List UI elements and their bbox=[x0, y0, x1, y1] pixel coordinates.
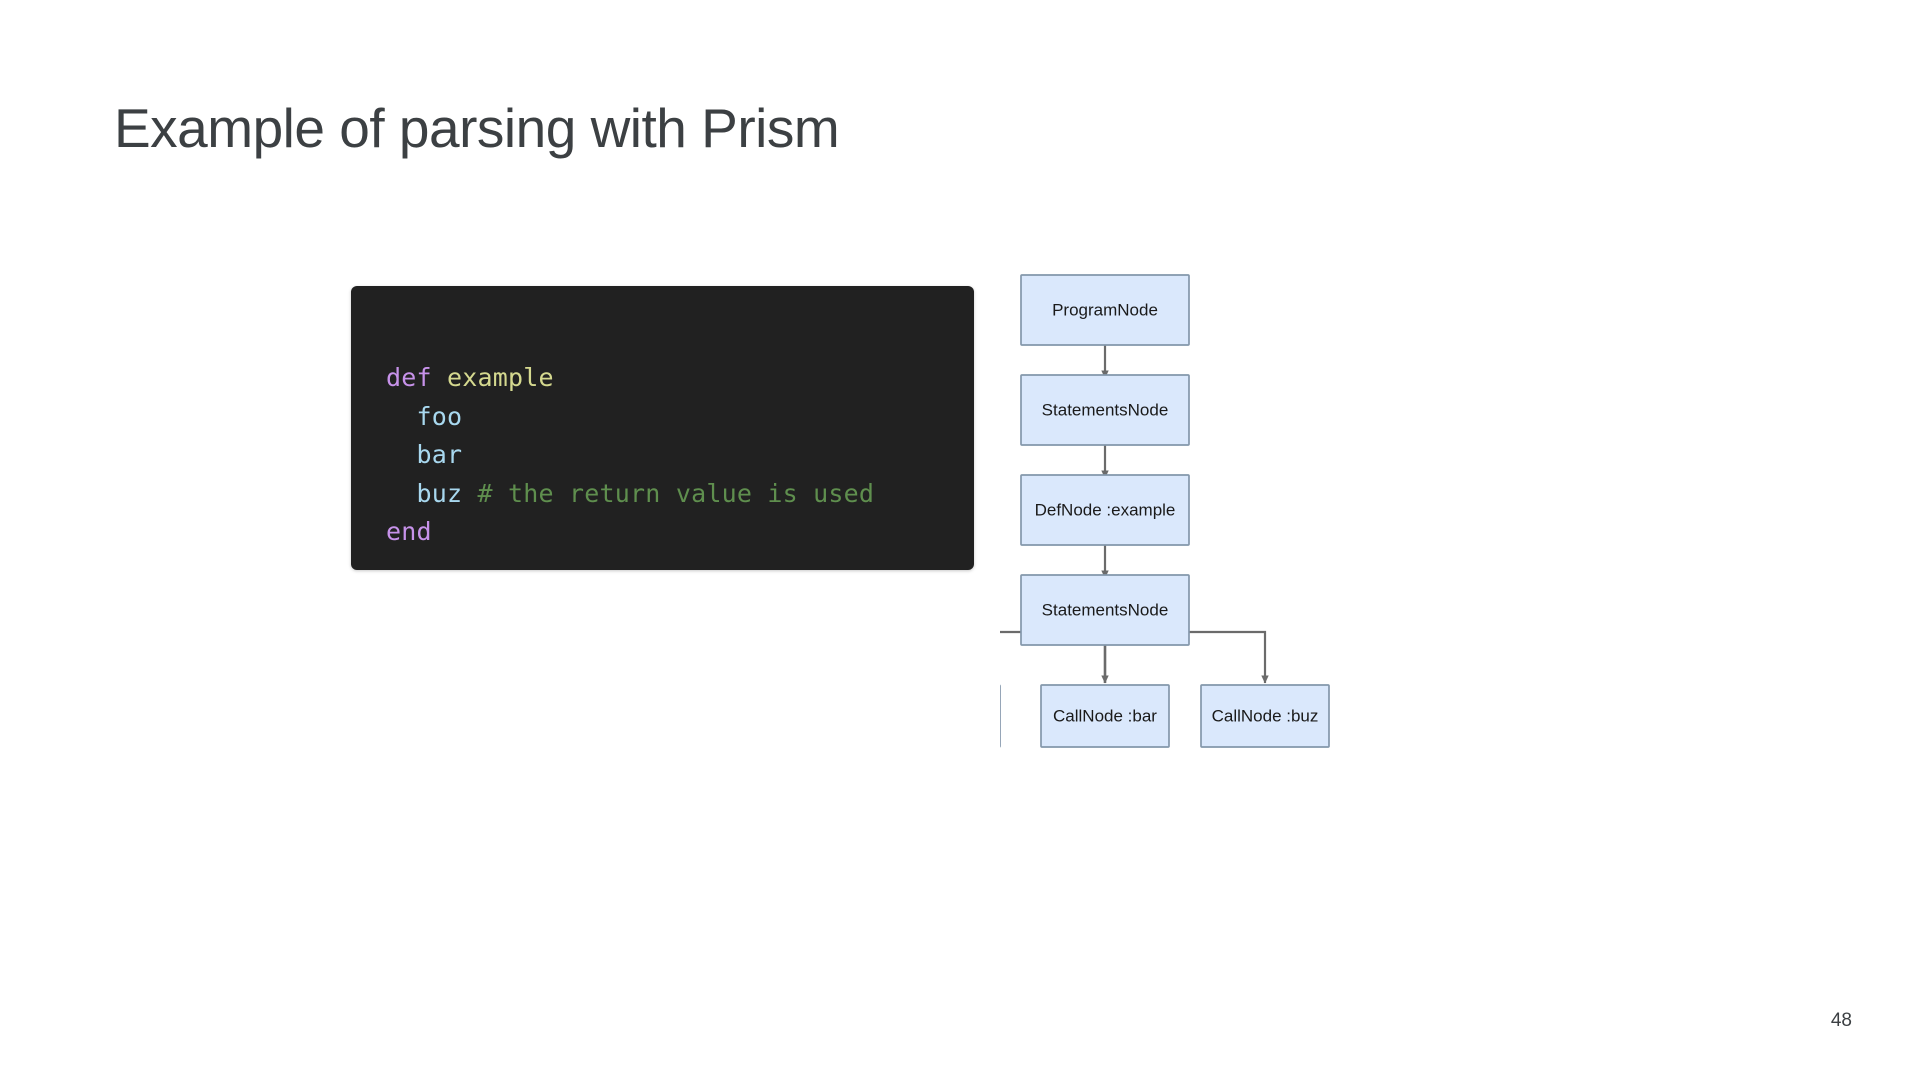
code-block: def example foo bar buz # the return val… bbox=[351, 286, 974, 570]
tree-nodes: ProgramNode StatementsNode DefNode :exam… bbox=[1000, 274, 1330, 748]
page-number: 48 bbox=[1830, 1010, 1852, 1031]
tree-node-statements2-box[interactable] bbox=[1020, 574, 1190, 646]
tree-node-program[interactable]: ProgramNode bbox=[1020, 274, 1190, 346]
code-indent bbox=[386, 402, 417, 431]
tree-node-statements2[interactable]: StatementsNode bbox=[1020, 574, 1190, 646]
code-token-method-name: example bbox=[447, 363, 554, 392]
code-line: foo bbox=[386, 398, 874, 437]
code-token-identifier: foo bbox=[416, 401, 463, 431]
code-token-comment: # the return value is used bbox=[477, 478, 875, 508]
code-token-space bbox=[432, 363, 447, 392]
tree-node-def[interactable]: DefNode :example bbox=[1020, 474, 1190, 546]
code-indent bbox=[386, 479, 417, 508]
code-indent bbox=[386, 440, 417, 469]
code-token-identifier: buz bbox=[416, 478, 463, 508]
code-block-content: def example foo bar buz # the return val… bbox=[386, 359, 874, 552]
tree-node-statements2-label: StatementsNode bbox=[1042, 600, 1169, 619]
code-token-keyword: def bbox=[386, 363, 432, 392]
tree-node-statements1-label: StatementsNode bbox=[1042, 400, 1169, 419]
code-line: bar bbox=[386, 436, 874, 475]
tree-node-call-buz-box[interactable] bbox=[1200, 684, 1330, 748]
tree-node-def-label: DefNode :example bbox=[1035, 500, 1176, 519]
code-line: def example bbox=[386, 359, 874, 398]
ast-tree-diagram: ProgramNode StatementsNode DefNode :exam… bbox=[1000, 270, 1620, 900]
tree-node-statements1[interactable]: StatementsNode bbox=[1020, 374, 1190, 446]
tree-node-call-bar[interactable]: CallNode :bar bbox=[1040, 684, 1170, 748]
tree-node-statements1-box[interactable] bbox=[1020, 374, 1190, 446]
page-title: Example of parsing with Prism bbox=[114, 97, 840, 159]
tree-node-call-buz-label: CallNode :buz bbox=[1212, 706, 1319, 725]
tree-node-call-buz[interactable]: CallNode :buz bbox=[1200, 684, 1330, 748]
tree-node-call-bar-label: CallNode :bar bbox=[1053, 706, 1157, 725]
code-line: buz # the return value is used bbox=[386, 475, 874, 514]
tree-node-program-label: ProgramNode bbox=[1052, 300, 1158, 319]
code-token-keyword: end bbox=[386, 517, 432, 546]
tree-node-program-box[interactable] bbox=[1020, 274, 1190, 346]
code-token-identifier: bar bbox=[416, 440, 463, 469]
code-token-space bbox=[462, 479, 477, 508]
tree-node-call-bar-box[interactable] bbox=[1040, 684, 1170, 748]
code-line: end bbox=[386, 513, 874, 552]
tree-node-def-box[interactable] bbox=[1020, 474, 1190, 546]
